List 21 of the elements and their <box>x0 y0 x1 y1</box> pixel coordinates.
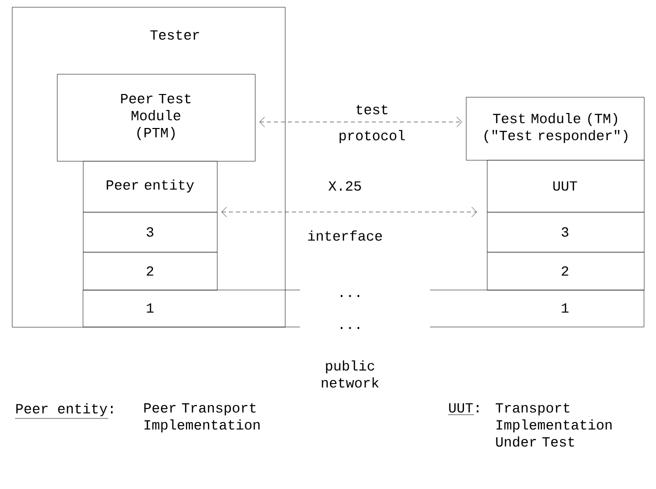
layer-box: 2 <box>83 252 218 290</box>
module-box: Test Module (TM) ("Test responder") <box>466 97 644 160</box>
edge-label: test protocol <box>340 104 405 144</box>
ellipsis: ... <box>340 294 360 298</box>
underlined-term: UUT: <box>448 403 478 415</box>
network-label: public network <box>322 360 379 388</box>
layer-box: 1 <box>82 290 300 328</box>
module-box: Peer Test Module (PTM) <box>57 74 256 162</box>
layer-box: 3 <box>487 212 644 252</box>
ellipsis: ... <box>340 326 360 330</box>
layer-box: UUT <box>487 160 644 212</box>
layer-box: 3 <box>83 212 218 252</box>
definition: Transport Implementation Under Test <box>496 403 612 447</box>
arrow <box>222 206 477 218</box>
arrow <box>259 116 462 128</box>
edge-label: X.25 interface <box>308 181 382 241</box>
layer-box: Peer entity <box>83 161 218 212</box>
definition: Peer Transport Implementation <box>144 403 260 432</box>
layer-box: 1 <box>430 290 644 328</box>
layer-box: 2 <box>487 252 644 290</box>
underlined-term: Peer entity: <box>14 403 113 419</box>
